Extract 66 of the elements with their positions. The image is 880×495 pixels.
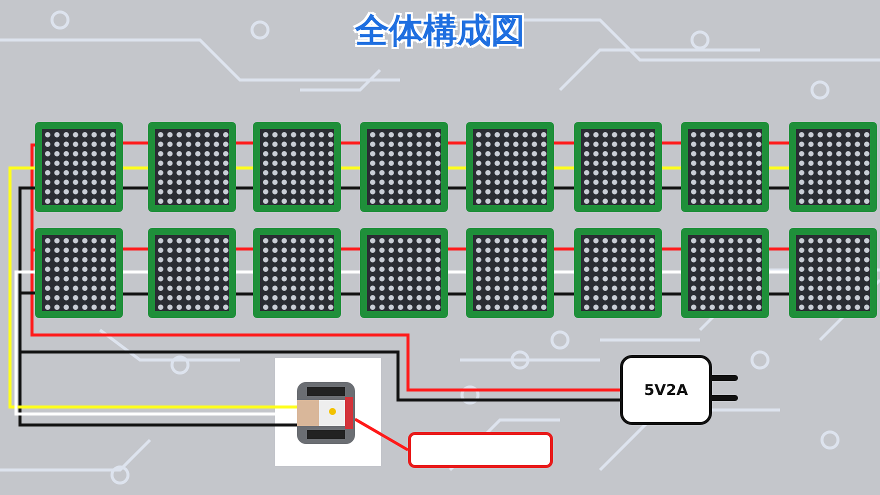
- wire: [123, 166, 148, 170]
- wire: [554, 270, 574, 274]
- led-matrix: [148, 122, 236, 212]
- wire: [448, 292, 466, 296]
- wire: [341, 186, 360, 190]
- led-matrix: [681, 122, 769, 212]
- wire: [662, 166, 681, 170]
- wire: [769, 142, 789, 144]
- power-adapter-box: [620, 355, 712, 425]
- wire: [662, 186, 681, 190]
- wire: [123, 142, 148, 144]
- led-matrix: [466, 228, 554, 318]
- led-matrix: [35, 228, 123, 318]
- adapter-label: 5V2A: [644, 381, 688, 399]
- wire: [554, 248, 574, 250]
- wire: [236, 292, 253, 296]
- wire: [554, 142, 574, 144]
- led-matrix: [253, 122, 341, 212]
- wire: [341, 292, 360, 296]
- wire: [769, 186, 789, 190]
- wire: [236, 186, 253, 190]
- led-matrix: [148, 228, 236, 318]
- led-matrix: [789, 122, 877, 212]
- led-matrix: [574, 228, 662, 318]
- wire: [769, 248, 789, 250]
- wire: [8, 166, 297, 408]
- wire: [662, 142, 681, 144]
- led-matrix: [789, 228, 877, 318]
- leader-line: [354, 418, 409, 452]
- wire: [448, 270, 466, 274]
- callout-box: [408, 432, 553, 468]
- wire: [236, 142, 253, 144]
- title: 全体構成図: [354, 10, 526, 53]
- led-matrix: [360, 228, 448, 318]
- wire: [662, 248, 681, 250]
- wire: [236, 248, 253, 250]
- wire: [662, 270, 681, 274]
- wire: [448, 142, 466, 144]
- wire: [341, 248, 360, 250]
- wire: [554, 292, 574, 296]
- led-matrix: [253, 228, 341, 318]
- wire: [769, 270, 789, 274]
- wire: [448, 166, 466, 170]
- wire: [123, 270, 148, 274]
- wire: [554, 186, 574, 190]
- wire: [236, 166, 253, 170]
- wire: [123, 248, 148, 250]
- led-matrix: [466, 122, 554, 212]
- wire: [662, 292, 681, 296]
- wire: [123, 186, 148, 190]
- wire: [769, 166, 789, 170]
- led-matrix: [35, 122, 123, 212]
- wire: [554, 166, 574, 170]
- wire: [123, 292, 148, 296]
- wire: [341, 270, 360, 274]
- led-matrix: [574, 122, 662, 212]
- wire: [448, 248, 466, 250]
- wire: [341, 142, 360, 144]
- wire: [236, 270, 253, 274]
- wire: [769, 292, 789, 296]
- wire: [18, 292, 297, 426]
- led-matrix: [681, 228, 769, 318]
- wire: [448, 186, 466, 190]
- wire: [341, 166, 360, 170]
- led-matrix: [360, 122, 448, 212]
- device-picture: [297, 382, 355, 444]
